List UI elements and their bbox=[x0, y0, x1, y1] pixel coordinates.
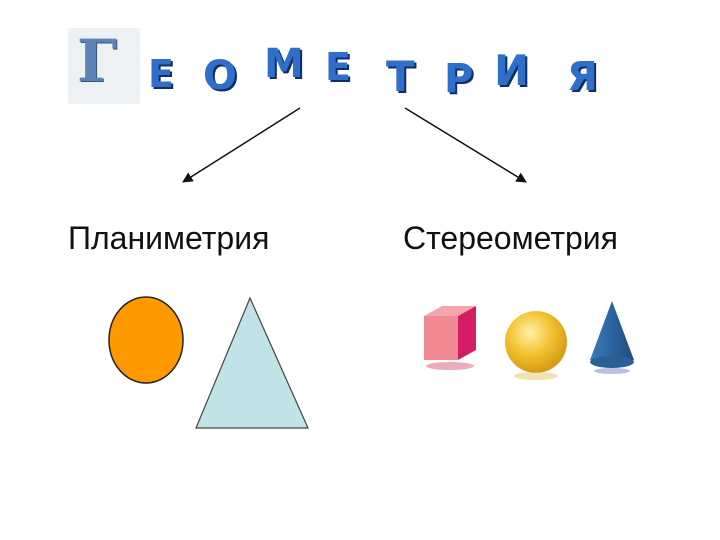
title-letter-8: И bbox=[494, 46, 530, 95]
title-letter-9: Я bbox=[567, 54, 598, 100]
title-letter-5: Е bbox=[325, 45, 351, 89]
triangle-shape bbox=[195, 296, 309, 429]
title-letter-4: М bbox=[264, 41, 304, 87]
label-planimetry: Планиметрия bbox=[68, 220, 270, 256]
first-letter-box bbox=[68, 28, 140, 104]
circle-shape bbox=[108, 296, 184, 384]
title-letter-1: Г bbox=[77, 27, 118, 95]
cube-shape bbox=[424, 306, 476, 370]
title-letter-7: Р bbox=[444, 56, 474, 102]
title-geometry: Г Е О М Е Т Р И Я bbox=[0, 0, 720, 120]
title-letter-3: О bbox=[203, 53, 238, 99]
cone-shape bbox=[590, 301, 634, 374]
arrow-right bbox=[404, 107, 527, 183]
title-letter-6: Т bbox=[386, 52, 415, 101]
title-letter-2: Е bbox=[148, 52, 174, 96]
sphere-shape bbox=[505, 311, 567, 380]
label-stereometry: Стереометрия bbox=[403, 220, 618, 256]
arrow-left bbox=[182, 107, 301, 183]
